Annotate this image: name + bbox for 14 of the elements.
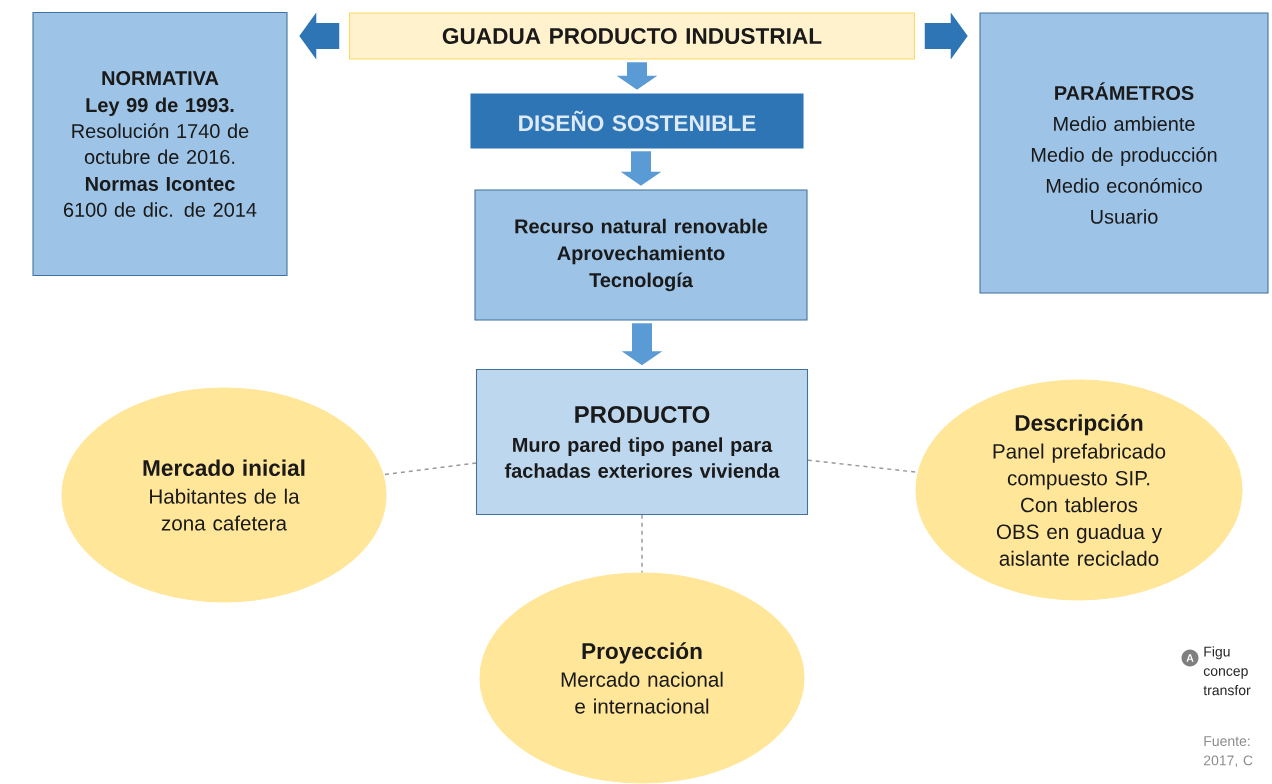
text-box: NORMATIVA Ley 99 de 1993. Resolución 1740 de octubre de 2016. Normas Icontec 6100 de dic. de 2014 <box>32 11 288 277</box>
source-text: Fuente: 2017, C <box>1204 736 1253 767</box>
heading-box: DISEÑO SOSTENIBLE <box>470 93 804 149</box>
letter-badge: A <box>1181 649 1199 667</box>
title-box: GUADUA PRODUCTO INDUSTRIAL <box>348 12 916 60</box>
dashed-connector <box>641 514 643 574</box>
process-box: PRODUCTO Muro pared tipo panel para fachadas exteriores vivienda <box>475 368 809 516</box>
caption-text: Figu concep transfor <box>1203 646 1251 696</box>
ellipse-bubble: Descripción Panel prefabricado compuesto SIP. Con tableros OBS en guadua y aislante reciclado <box>915 379 1243 601</box>
text-box: PARÁMETROS Medio ambiente Medio de producción Medio económico Usuario <box>979 12 1269 294</box>
ellipse-bubble: Mercado inicial Habitantes de la zona cafetera <box>61 387 387 603</box>
process-box: Recurso natural renovable Aprovechamiento Tecnología <box>474 189 808 321</box>
dashed-connector <box>382 462 477 476</box>
ellipse-bubble: Proyección Mercado nacional e internacional <box>479 572 805 784</box>
